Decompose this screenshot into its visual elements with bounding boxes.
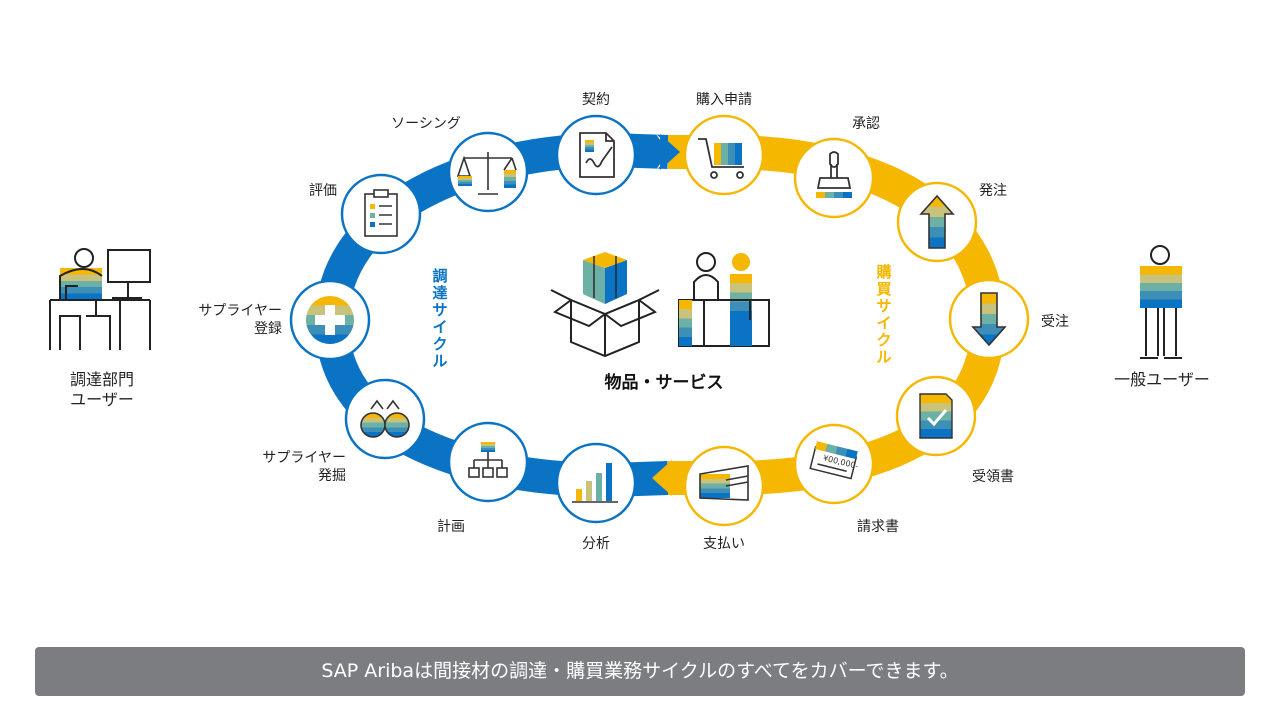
label-order: 発注 [979,183,1007,199]
label-approval: 承認 [852,116,880,132]
label-contract: 契約 [582,92,610,108]
bar-chart-icon [572,463,618,503]
down-arrow-icon [971,292,1007,347]
org-chart-icon [468,442,508,478]
label-supplier-discovery: サプライヤー発掘 [262,450,346,484]
label-receipt: 受領書 [972,469,1014,485]
binoculars-icon [360,399,410,438]
label-payment: 支払い [703,536,745,552]
step-circle-supplier-discovery [344,378,426,460]
clipboard-icon [364,189,398,237]
label-sourcing: ソーシング [391,116,461,132]
procurement-cycle-label: 調達サイクル [432,267,448,370]
label-order-receipt: 受注 [1041,314,1069,330]
cart-icon [698,138,744,179]
plus-badge-icon [306,296,354,344]
label-evaluation: 評価 [309,183,337,199]
procurement-user-icon [49,248,151,350]
label-supplier-registration: サプライヤー登録 [198,303,282,337]
stamp-icon [816,151,852,198]
top-junction-arrow-head [660,134,680,170]
contract-icon [579,132,615,178]
label-invoice: 請求書 [857,519,899,535]
scale-icon [456,152,517,195]
invoice-icon [809,441,858,480]
general-user-label: 一般ユーザー [1114,370,1210,389]
label-plan: 計画 [437,519,465,535]
general-user-icon [1140,245,1182,359]
label-purchase-request: 購入申請 [696,92,752,108]
caption-bar: SAP Aribaは間接材の調達・購買業務サイクルのすべてをカバーできます。 [35,647,1245,696]
up-arrow-icon [919,194,955,249]
receipt-check-icon [919,393,953,439]
service-counter-icon [678,252,770,347]
center-title: 物品・サービス [604,373,724,393]
procurement-dept-user-label: 調達部門ユーザー [69,370,134,409]
wallet-icon [699,465,749,501]
label-analysis: 分析 [582,536,610,552]
bottom-junction-arrow [652,460,672,496]
purchasing-cycle-label: 購買サイクル [876,263,892,366]
goods-box-icon [550,252,660,358]
